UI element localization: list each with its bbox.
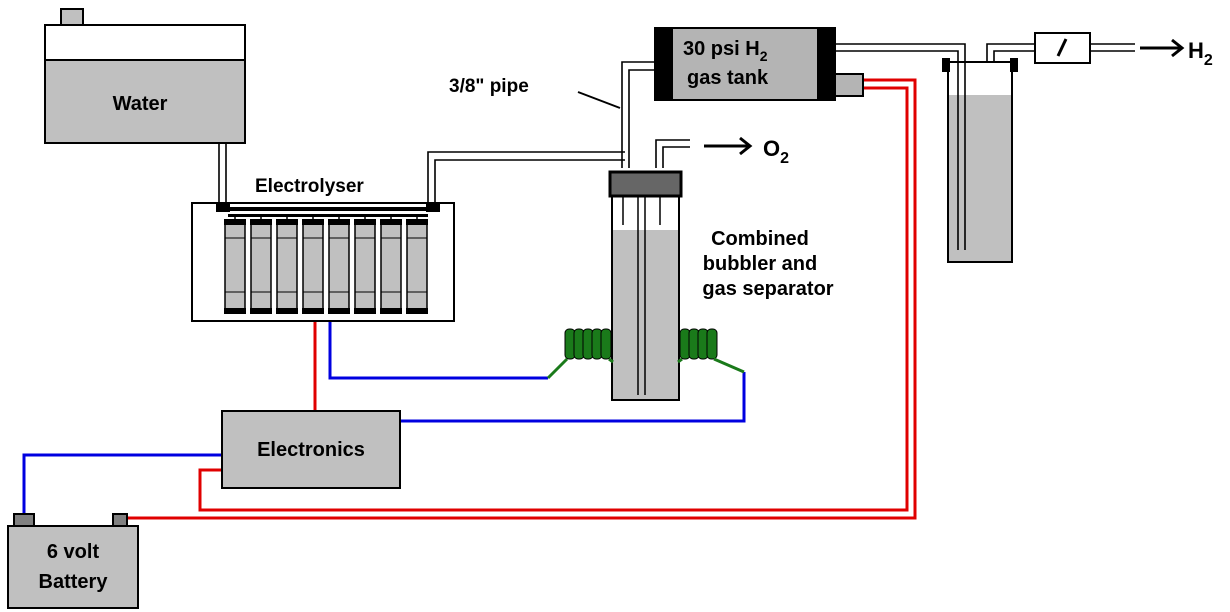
electrolyser-cells (224, 214, 428, 314)
pipe-label-pointer (577, 91, 621, 109)
coil-right (679, 328, 718, 360)
separator-label-1: Combined (711, 228, 809, 250)
separator-to-tank-pipe (621, 61, 655, 168)
electrolyser-outlet-pipe (427, 151, 625, 205)
oxygen-label: O2 (763, 136, 789, 167)
oxygen-outlet-pipe (655, 139, 690, 168)
oxygen-outlet: O2 (704, 136, 789, 167)
pipe-label: 3/8" pipe (449, 76, 529, 97)
water-tank: Water (44, 8, 246, 144)
hydrogen-bubbler (942, 58, 1018, 263)
gas-separator (608, 170, 683, 401)
tank-label-2: gas tank (687, 67, 769, 89)
electrolyser-cell (302, 214, 324, 314)
coil-left (564, 328, 612, 360)
blue-wire-electrolyser-coil (328, 320, 548, 380)
valve-to-outlet-pipe (1090, 43, 1135, 52)
electrolyser-label: Electrolyser (255, 176, 364, 197)
hydrogen-label: H2 (1188, 38, 1213, 69)
water-feed-pipe (218, 142, 227, 205)
electrolyser-cell (250, 214, 272, 314)
hydrogen-arrow-icon (1140, 38, 1185, 58)
coil-leads (546, 357, 745, 380)
outlet-valve (1034, 32, 1091, 64)
separator-label-2: bubbler and (703, 253, 817, 275)
tank-label-1: 30 psi H2 (683, 38, 768, 64)
battery-label-1: 6 volt (47, 541, 100, 563)
hydrogen-tank: 30 psi H2 gas tank (654, 27, 864, 101)
electrolyser-cell (224, 214, 246, 314)
electrolyser-cell (354, 214, 376, 314)
red-wire-battery-tank (198, 86, 909, 512)
separator-label-3: gas separator (702, 278, 833, 300)
hydrogen-outlet: H2 (1140, 38, 1213, 69)
electrolyser-cell (276, 214, 298, 314)
electronics-box: Electronics (221, 410, 401, 489)
battery-label-2: Battery (39, 571, 109, 593)
water-label: Water (113, 93, 168, 115)
wiring (22, 78, 917, 520)
blue-wire-electronics-coil (400, 372, 746, 423)
oxygen-arrow-icon (704, 136, 753, 156)
electrolyser-cell (406, 214, 428, 314)
electronics-label: Electronics (257, 439, 365, 461)
battery: 6 volt Battery (7, 513, 139, 609)
electrolyser-cell (380, 214, 402, 314)
bubbler-to-valve-pipe (986, 43, 1035, 62)
blue-wire-battery-electronics (22, 453, 222, 516)
red-wire-battery-tank-2 (125, 78, 917, 520)
electrolyser-cell (328, 214, 350, 314)
